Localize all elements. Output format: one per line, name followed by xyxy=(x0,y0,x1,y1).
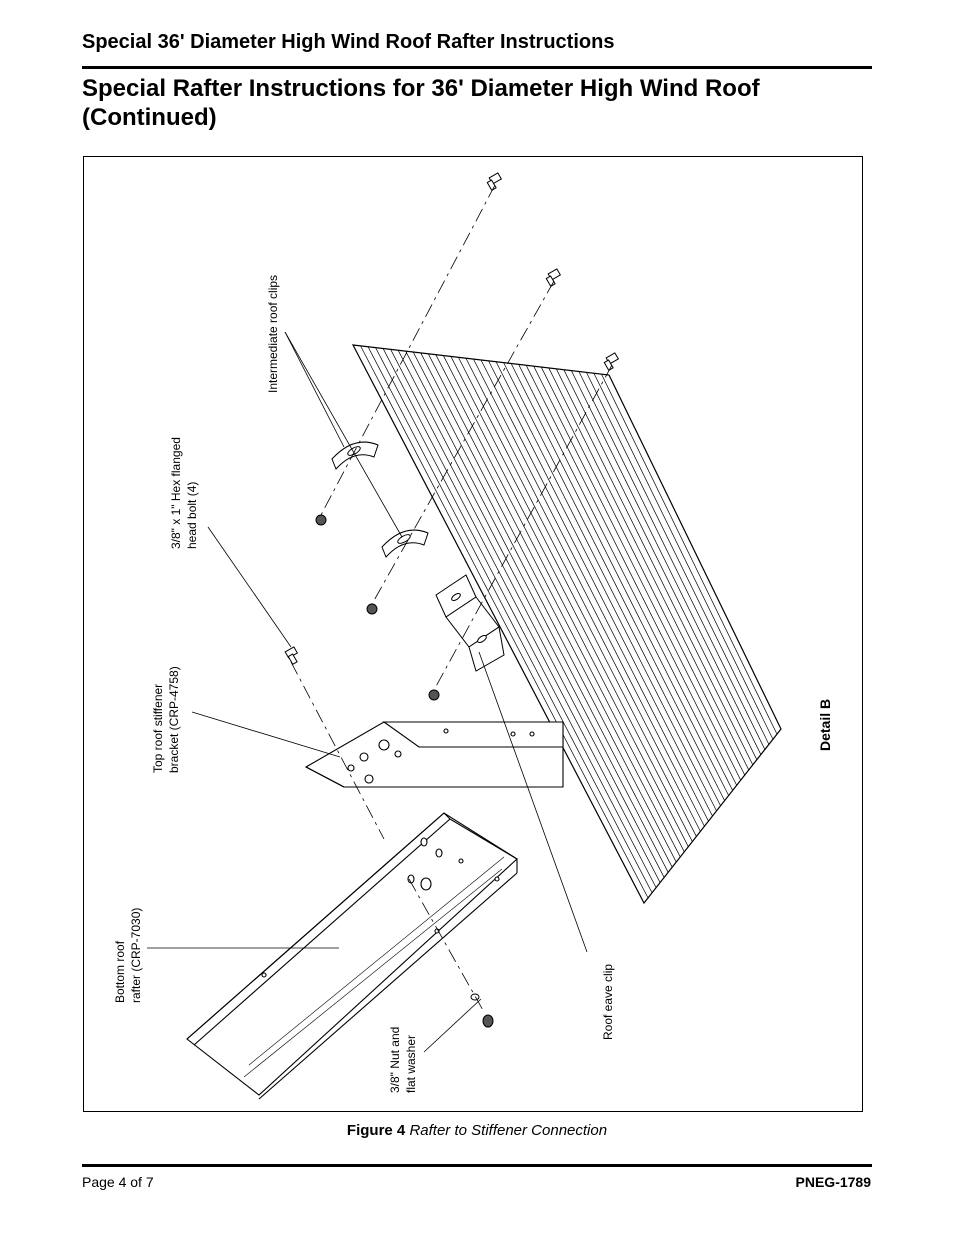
top-roof-stiffener-bracket xyxy=(304,721,564,788)
panel-rib xyxy=(450,356,697,837)
panel-rib xyxy=(390,349,665,878)
panel-rib xyxy=(367,346,653,893)
panel-rib xyxy=(578,371,766,750)
panel-rib xyxy=(412,351,677,863)
assembly-drawing: Intermediate roof clips 3/8" x 1" Hex fl… xyxy=(113,172,833,1100)
panel-rib xyxy=(360,345,649,899)
panel-rib xyxy=(473,358,709,822)
intermediate-roof-clip-1 xyxy=(331,441,379,470)
label-rafter-line2: rafter (CRP-7030) xyxy=(129,908,143,1003)
figure-title: Rafter to Stiffener Connection xyxy=(409,1122,608,1139)
label-nut-line1: 3/8" Nut and xyxy=(388,1027,402,1093)
label-intermediate-roof-clips: Intermediate roof clips xyxy=(266,275,280,393)
figure-caption: Figure 4 Rafter to Stiffener Connection xyxy=(0,1122,954,1139)
panel-rib xyxy=(548,367,750,771)
panel-rib xyxy=(510,363,729,796)
label-leader-lines xyxy=(147,331,588,1053)
panel-rib xyxy=(458,357,701,832)
panel-rib xyxy=(518,364,733,791)
label-hex-bolt-line1: 3/8" x 1" Hex flanged xyxy=(169,437,183,549)
panel-rib xyxy=(540,366,746,776)
header-divider xyxy=(82,66,872,69)
label-stiffener-line1: Top roof stiffener xyxy=(151,684,165,773)
header-title: Special 36' Diameter High Wind Roof Raft… xyxy=(82,31,615,53)
panel-rib xyxy=(601,373,778,735)
panel-rib xyxy=(525,365,737,786)
panel-rib xyxy=(435,354,689,847)
alignment-center-lines xyxy=(290,184,613,1013)
nut-3 xyxy=(428,689,440,701)
panel-rib xyxy=(405,351,673,868)
nut-and-washer xyxy=(470,993,494,1028)
panel-rib xyxy=(563,369,758,760)
panel-rib xyxy=(533,366,742,781)
hex-flanged-head-bolt-3 xyxy=(603,352,620,372)
section-title: Special Rafter Instructions for 36' Diam… xyxy=(82,75,760,131)
page-number: Page 4 of 7 xyxy=(82,1174,154,1190)
panel-rib xyxy=(382,348,661,883)
label-detail-b: Detail B xyxy=(817,699,833,751)
panel-rib xyxy=(593,373,774,740)
panel-rib xyxy=(488,360,717,812)
label-stiffener-line2: bracket (CRP-4758) xyxy=(167,666,181,773)
figure-number: Figure 4 xyxy=(346,1122,406,1139)
panel-rib xyxy=(443,355,693,842)
intermediate-roof-clip-2 xyxy=(381,529,429,558)
nut-1 xyxy=(315,514,327,526)
panel-rib xyxy=(420,352,681,858)
label-hex-bolt-line2: head bolt (4) xyxy=(185,482,199,549)
nut-2 xyxy=(366,603,378,615)
label-roof-eave-clip: Roof eave clip xyxy=(601,964,615,1040)
bottom-roof-rafter xyxy=(186,812,518,1100)
document-number: PNEG-1789 xyxy=(795,1174,871,1190)
roof-panel xyxy=(351,344,782,905)
panel-rib xyxy=(495,361,721,806)
panel-rib xyxy=(586,372,770,745)
hex-flanged-head-bolt-2 xyxy=(545,268,562,288)
panel-rib xyxy=(480,359,713,817)
figure-frame: Intermediate roof clips 3/8" x 1" Hex fl… xyxy=(83,156,863,1112)
roof-eave-clip xyxy=(435,574,505,672)
label-rafter-line1: Bottom roof xyxy=(113,940,127,1003)
panel-rib xyxy=(555,368,754,765)
footer-divider xyxy=(82,1164,872,1167)
hex-flanged-head-bolt-1 xyxy=(486,172,503,192)
panel-rib xyxy=(375,347,657,888)
label-nut-line2: flat washer xyxy=(404,1035,418,1093)
panel-rib xyxy=(571,370,762,755)
panel-rib xyxy=(503,362,725,801)
panel-rib xyxy=(427,353,685,852)
panel-rib xyxy=(397,350,669,873)
panel-rib xyxy=(465,358,705,827)
hex-flanged-head-bolt-4 xyxy=(284,646,299,666)
